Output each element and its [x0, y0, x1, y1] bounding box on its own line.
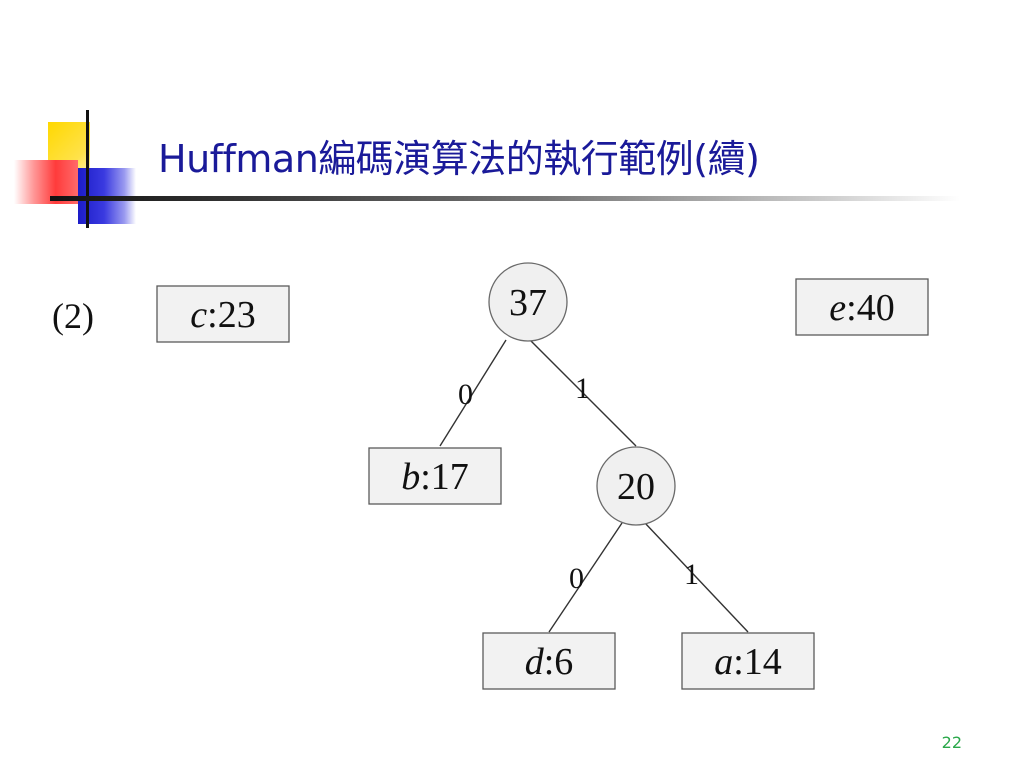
logo-vertical-line [86, 110, 89, 228]
leaf-label: e:40 [829, 287, 894, 329]
node-c: c:23 [156, 285, 290, 343]
leaf-sep: : [207, 294, 218, 336]
node-value: 20 [617, 466, 655, 508]
leaf-char: c [190, 294, 207, 336]
node-b: b:17 [368, 447, 502, 505]
edge-label: 1 [575, 372, 590, 405]
leaf-sep: : [420, 456, 431, 498]
edge-37-b [439, 339, 507, 447]
leaf-char: b [401, 456, 420, 498]
page-number: 22 [941, 733, 962, 752]
step-label: (2) [52, 296, 94, 336]
node-a: a:14 [681, 632, 815, 690]
node-d: d:6 [482, 632, 616, 690]
leaf-freq: 17 [431, 456, 469, 498]
leaf-box [156, 285, 290, 343]
leaf-label: d:6 [525, 641, 574, 683]
edge-20-a [644, 522, 749, 633]
node-value: 37 [509, 282, 547, 324]
edge-label: 0 [569, 562, 584, 595]
leaf-box [795, 278, 929, 336]
edge-label: 1 [684, 558, 699, 591]
node-e: e:40 [795, 278, 929, 336]
leaf-box [368, 447, 502, 505]
node-circle [596, 446, 676, 526]
leaf-sep: : [846, 287, 857, 329]
edge-37-20 [529, 339, 637, 447]
leaf-label: a:14 [714, 641, 782, 683]
leaf-char: d [525, 641, 545, 683]
leaf-freq: 23 [218, 294, 256, 336]
internal-node-37: 37 [488, 262, 568, 342]
edge-label: 0 [458, 378, 473, 411]
leaf-sep: : [544, 641, 555, 683]
slide-title: Huffman編碼演算法的執行範例(續) [158, 137, 760, 181]
title-underline [50, 196, 960, 201]
leaf-freq: 40 [857, 287, 895, 329]
leaf-label: c:23 [190, 294, 255, 336]
leaf-char: a [714, 641, 733, 683]
node-circle [488, 262, 568, 342]
leaf-label: b:17 [401, 456, 469, 498]
leaf-freq: 14 [744, 641, 782, 683]
leaf-sep: : [733, 641, 744, 683]
leaf-box [482, 632, 616, 690]
leaf-box [681, 632, 815, 690]
leaf-freq: 6 [554, 641, 573, 683]
edge-20-d [548, 522, 623, 633]
leaf-char: e [829, 287, 846, 329]
internal-node-20: 20 [596, 446, 676, 526]
